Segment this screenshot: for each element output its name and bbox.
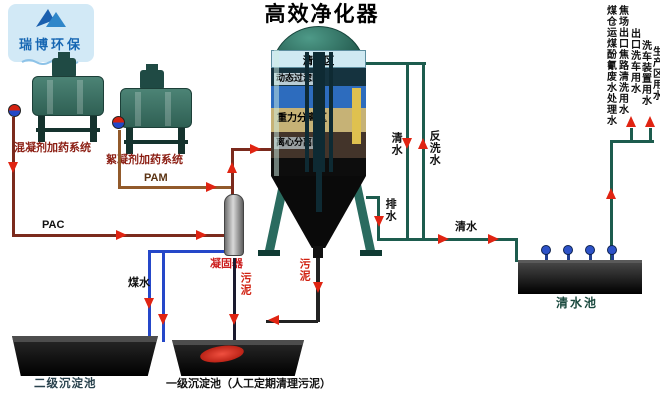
pool-pump-icon [611,252,614,260]
logo-mark-icon [36,9,66,27]
flow-arrow-icon [8,162,18,173]
coal-water-label: 煤水 [128,277,150,289]
coagulator-label: 凝固器 [210,258,243,270]
flow-arrow-icon [626,116,636,127]
reuse-label: 洗车装置用水 [639,40,651,106]
flow-arrow-icon [488,234,499,244]
pipe-pac [12,117,15,237]
internal-pipe [329,52,333,172]
logo-text: 瑞博环保 [18,37,83,52]
pipe-pool-outlet [630,128,633,142]
backwash-label: 反洗水 [428,130,441,166]
reuse-label: 煤仓运煤酚氰废水处理水 [604,5,616,126]
clear-water-label: 清水 [390,132,403,156]
logo-box: 瑞博环保 [8,4,94,65]
internal-pipe [321,52,325,172]
vessel-foot [360,250,382,256]
internal-pipe [305,52,309,172]
pipe-sludge [233,258,236,342]
clear-water-label: 清水 [455,221,477,233]
pipe-to-pool [515,238,518,262]
clear-water-pool [518,260,642,294]
vessel-highlight [274,50,279,176]
pool-pump-icon [589,252,592,260]
flow-arrow-icon [206,182,217,192]
tank-crossbar [124,140,188,144]
dosing-tank [120,88,192,128]
mixer-motor [146,64,158,72]
pipe-sludge [266,320,318,323]
coagulator [224,194,244,256]
pipe-pool-outlet [649,128,652,142]
secondary-sedimentation-tank [12,336,158,376]
flow-arrow-icon [645,116,655,127]
pipe-pam [118,130,121,188]
drain-label: 排水 [384,198,397,222]
pipe-coal-water [148,252,151,342]
pool-pump-icon [541,245,551,255]
reuse-label: 生产区用水 [650,46,660,101]
flow-arrow-icon [158,314,168,325]
pipe-drain [366,196,380,199]
flow-arrow-icon [116,230,127,240]
flow-arrow-icon [418,138,428,149]
flocculant-system-label: 絮凝剂加药系统 [106,154,183,166]
flow-arrow-icon [313,282,323,293]
vessel-yellow-strip [352,88,361,144]
pipe-clear-water [366,62,426,65]
sludge-label: 污泥 [298,258,311,282]
tank-water-line [12,336,158,342]
pipe-coal-water [148,250,226,253]
tank-crossbar [36,128,100,132]
dosing-tank [32,76,104,116]
secondary-tank-label: 二级沉淀池 [34,378,97,390]
pipe-pool-outlet [610,140,613,262]
pool-pump-icon [563,245,573,255]
tank-water-line [172,340,304,345]
sludge-label: 污泥 [239,272,252,296]
tank-stripe [165,92,171,126]
pipe-coal-water [162,252,165,342]
clear-water-pool-label: 清水池 [556,296,599,310]
primary-tank-label: 一级沉淀池（人工定期清理污泥） [166,378,331,390]
pipe-pam [118,186,232,189]
flow-arrow-icon [250,144,261,154]
mixer-motor [140,70,164,90]
dosing-pump-icon [112,116,125,129]
flow-arrow-icon [606,188,616,199]
primary-sedimentation-tank [172,340,304,376]
flow-arrow-icon [144,298,154,309]
flow-arrow-icon [402,138,412,149]
pool-pump-icon [567,252,570,260]
pool-pump-icon [607,245,617,255]
reuse-label: 出口洗车用水 [628,28,640,94]
flow-arrow-icon [229,314,239,325]
tank-stripe [47,80,53,114]
page-title: 高效净化器 [264,3,380,26]
mixer-motor [52,58,76,78]
pool-pump-icon [585,245,595,255]
flow-arrow-icon [268,315,279,325]
flow-arrow-icon [196,230,207,240]
internal-center-pipe [316,52,322,212]
tank-stripe [77,80,83,114]
pam-label: PAM [144,172,168,184]
flow-arrow-icon [374,216,384,227]
reuse-label: 焦场出口焦路清洗用水 [616,5,628,115]
pool-pump-icon [545,252,548,260]
flow-arrow-icon [227,162,237,173]
flow-arrow-icon [438,234,449,244]
pac-label: PAC [42,219,65,231]
pipe-backwash [422,62,425,240]
coagulant-system-label: 混凝剂加药系统 [14,142,91,154]
vessel-outlet-stub [313,246,323,258]
tank-stripe [135,92,141,126]
pipe-clear-water [406,62,409,240]
internal-pipe [313,52,317,172]
vessel-foot [258,250,280,256]
dosing-pump-icon [8,104,21,117]
mixer-motor [58,52,70,60]
